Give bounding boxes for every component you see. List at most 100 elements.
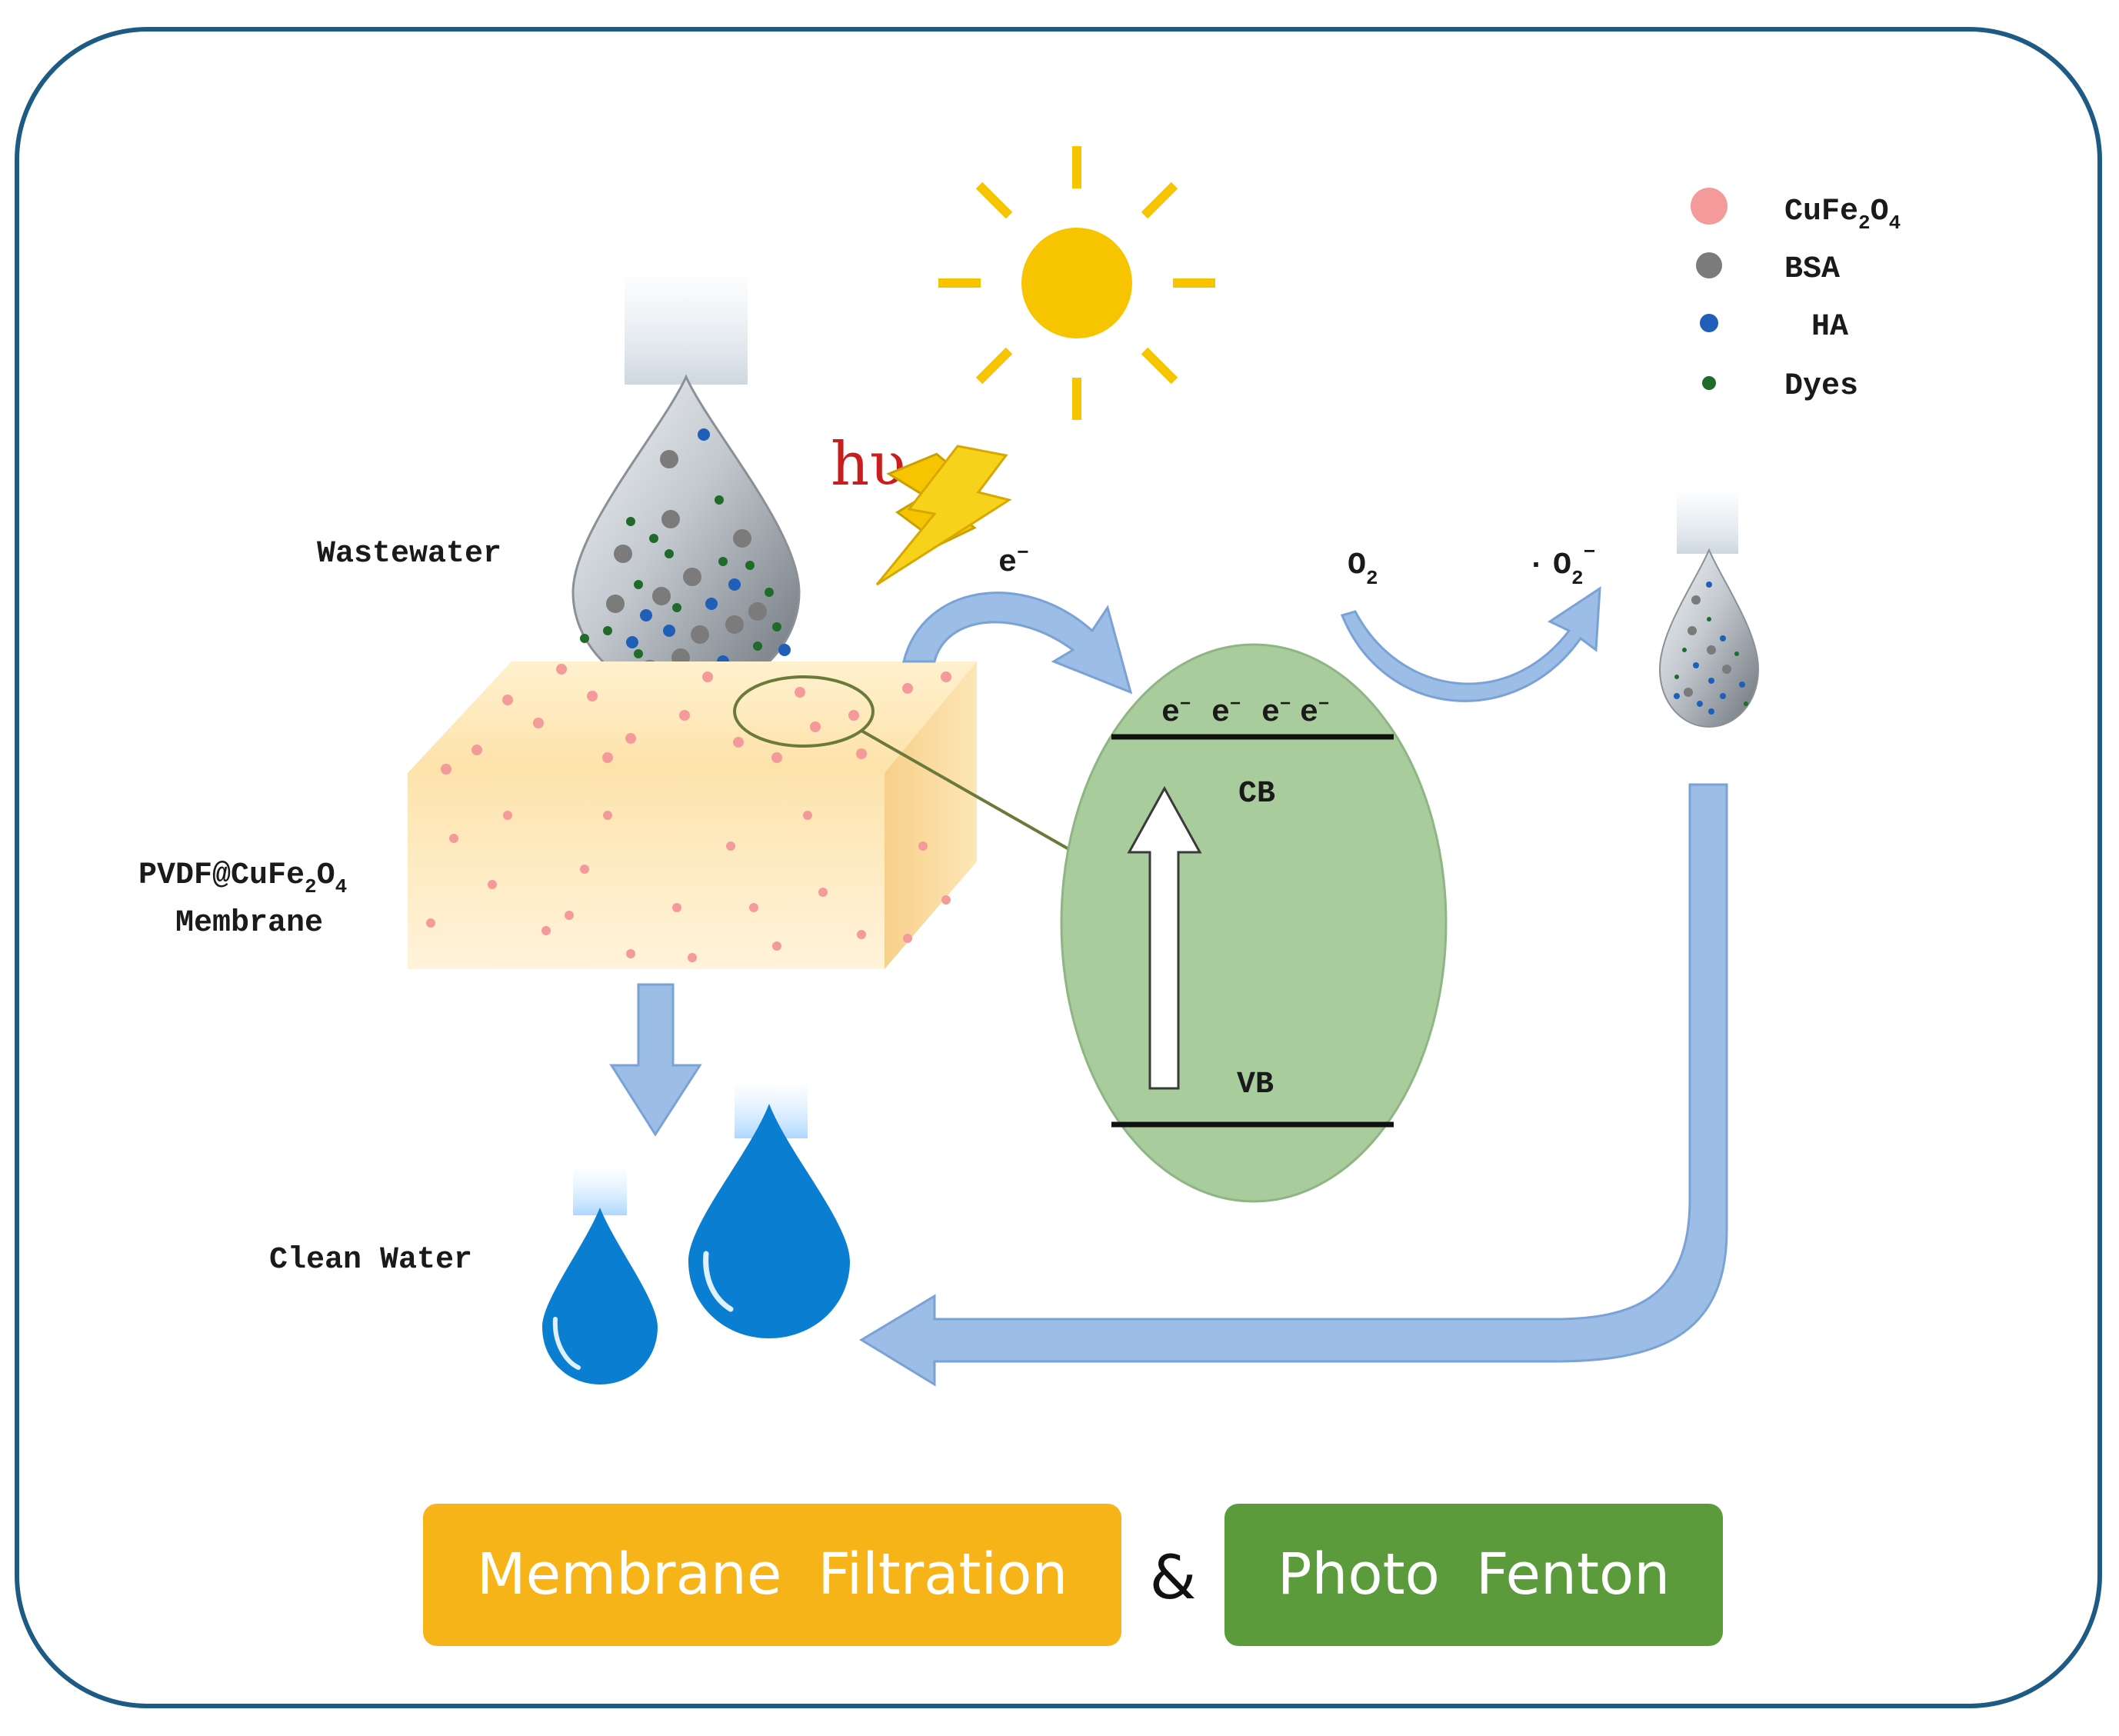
- drop-highlight-small: [552, 1317, 581, 1370]
- particle: [765, 588, 774, 597]
- cb-label: CB: [1238, 777, 1275, 811]
- excitation-arrow: [1127, 785, 1202, 1090]
- cufe2o4-particle-front: [449, 834, 458, 843]
- wastewater-particles: [580, 428, 791, 683]
- cufe2o4-particle-front: [726, 841, 735, 851]
- particle: [1684, 688, 1693, 697]
- particle: [661, 510, 680, 528]
- cufe2o4-particle-top: [733, 737, 744, 748]
- particle: [745, 561, 755, 570]
- particle: [634, 649, 643, 658]
- particle: [1707, 617, 1711, 621]
- membrane-label-line2: Membrane: [175, 906, 323, 941]
- cufe2o4-particle-front: [818, 888, 828, 897]
- cufe2o4-particle-front: [503, 811, 512, 820]
- cufe2o4-particle-front: [772, 941, 781, 951]
- particle: [634, 580, 643, 589]
- cb-electrons: e− e− e− e−: [1161, 695, 1329, 731]
- o2-arrow: [1340, 586, 1601, 702]
- legend-swatch-cufe2o4: [1691, 188, 1728, 225]
- legend-label-dyes: Dyes: [1784, 369, 1858, 404]
- particle: [580, 634, 589, 643]
- particle: [1697, 701, 1703, 707]
- legend-label-ha: HA: [1811, 310, 1848, 345]
- cufe2o4-particle-top: [795, 687, 805, 698]
- cufe2o4-particle-top: [533, 718, 544, 728]
- vb-label: VB: [1237, 1068, 1274, 1102]
- cufe2o4-particle-top: [679, 710, 690, 721]
- o2-label: O2: [1348, 548, 1378, 590]
- membrane-filtration-box: [423, 1504, 1121, 1646]
- particle: [665, 549, 674, 558]
- cufe2o4-particle-front: [688, 953, 697, 962]
- membrane-block: [408, 661, 977, 969]
- particle: [1707, 645, 1716, 655]
- cufe2o4-particle-top: [810, 721, 821, 732]
- particle: [626, 636, 638, 648]
- particle: [663, 625, 675, 637]
- ampersand: &: [1150, 1544, 1197, 1613]
- semiconductor-ellipse: [1060, 643, 1448, 1203]
- cb-electron-1: e−: [1161, 695, 1191, 731]
- cufe2o4-particle-front: [580, 865, 589, 874]
- membrane-pores: [426, 664, 951, 962]
- cb-electron-2: e−: [1211, 695, 1241, 731]
- cufe2o4-particle-top: [856, 748, 867, 759]
- particle: [1682, 648, 1687, 652]
- particle: [778, 644, 791, 656]
- cufe2o4-particle-top: [941, 671, 951, 682]
- photo-fenton-box: [1224, 1504, 1723, 1646]
- cufe2o4-particle-top: [602, 752, 613, 763]
- return-arrow: [859, 783, 1728, 1387]
- particle: [772, 622, 781, 631]
- particle: [1720, 693, 1726, 699]
- legend: CuFe2O4 BSA HA Dyes: [1691, 188, 1901, 404]
- membrane-label-line1: PVDF@CuFe2O4: [138, 858, 347, 898]
- legend-swatch-bsa: [1696, 252, 1722, 278]
- particle: [718, 557, 728, 566]
- cufe2o4-particle-top: [902, 683, 913, 694]
- legend-label-bsa: BSA: [1784, 252, 1840, 287]
- cufe2o4-particle-front: [857, 930, 866, 939]
- electron-arrow: [902, 591, 1133, 695]
- small-drop-beam: [1677, 492, 1738, 554]
- drop-highlight-large: [703, 1251, 734, 1312]
- cufe2o4-particle-front: [749, 903, 758, 912]
- cufe2o4-particle-top: [771, 752, 782, 763]
- small-treated-drop: [1658, 548, 1760, 728]
- photo-fenton-label: Photo Fenton: [1278, 1541, 1670, 1608]
- particle: [640, 609, 652, 621]
- membrane-top: [408, 661, 977, 773]
- particle: [1744, 701, 1748, 706]
- particle: [1722, 665, 1731, 674]
- clean-water-label: Clean Water: [269, 1243, 472, 1278]
- clean-water-drop-small: [542, 1208, 658, 1384]
- particle: [1674, 675, 1679, 679]
- zoom-line: [861, 729, 1078, 855]
- particle: [652, 587, 671, 605]
- cufe2o4-particle-top: [848, 710, 859, 721]
- legend-label-cufe2o4: CuFe2O4: [1784, 195, 1901, 235]
- cufe2o4-particle-front: [903, 934, 912, 943]
- particle: [614, 545, 632, 563]
- particle: [1693, 662, 1699, 668]
- particle: [733, 529, 751, 548]
- small-drop-particles: [1674, 581, 1748, 715]
- membrane-front: [408, 773, 885, 969]
- cufe2o4-particle-top: [587, 691, 598, 701]
- particle: [660, 450, 678, 468]
- electron-label: e−: [998, 541, 1029, 581]
- cufe2o4-particle-top: [625, 733, 636, 744]
- particle: [649, 534, 658, 543]
- cufe2o4-particle-front: [603, 811, 612, 820]
- particle: [728, 578, 741, 591]
- particle: [753, 641, 762, 651]
- particle: [725, 615, 744, 634]
- cufe2o4-particle-top: [702, 671, 713, 682]
- cufe2o4-particle-front: [626, 949, 635, 958]
- particle: [1720, 635, 1726, 641]
- cufe2o4-particle-top: [502, 695, 513, 705]
- cufe2o4-particle-front: [918, 841, 928, 851]
- zoom-circle: [733, 675, 875, 748]
